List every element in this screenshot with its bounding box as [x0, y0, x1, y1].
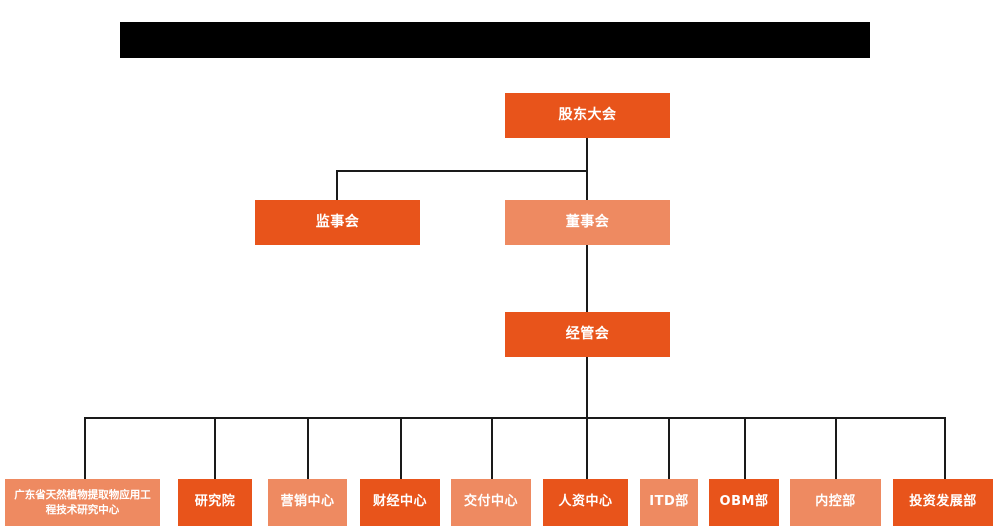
node-marketing-center-label: 营销中心 — [280, 494, 335, 510]
node-hr-center[interactable]: 人资中心 — [543, 479, 628, 526]
node-delivery-center[interactable]: 交付中心 — [451, 479, 531, 526]
redacted-title-banner — [120, 22, 870, 58]
node-obm-dept-label: OBM部 — [719, 494, 769, 510]
node-internal-control-dept-label: 内控部 — [815, 494, 856, 510]
connector-shareholders-down — [586, 138, 588, 172]
node-investment-development-dept[interactable]: 投资发展部 — [893, 479, 993, 526]
node-investment-development-dept-label: 投资发展部 — [909, 494, 977, 510]
connector-drop-marketing-center — [307, 417, 309, 479]
connector-drop-delivery-center — [491, 417, 493, 479]
connector-management-down — [586, 357, 588, 418]
node-shareholders-label: 股东大会 — [558, 106, 617, 123]
node-directors-label: 董事会 — [565, 213, 610, 230]
node-directors[interactable]: 董事会 — [505, 200, 670, 245]
node-supervisors-label: 监事会 — [315, 213, 360, 230]
node-research-institute[interactable]: 研究院 — [178, 479, 252, 526]
connector-drop-research-center — [84, 417, 86, 479]
connector-supervisors-drop — [336, 170, 338, 200]
node-management-label: 经管会 — [565, 325, 610, 342]
connector-drop-internal-control-dept — [835, 417, 837, 479]
node-management[interactable]: 经管会 — [505, 312, 670, 357]
connector-drop-hr-center — [586, 417, 588, 479]
connector-drop-investment-development-dept — [944, 417, 946, 479]
node-research-center-label: 广东省天然植物提取物应用工程技术研究中心 — [14, 488, 151, 516]
node-research-institute-label: 研究院 — [194, 494, 236, 510]
node-research-center[interactable]: 广东省天然植物提取物应用工程技术研究中心 — [5, 479, 160, 526]
node-supervisors[interactable]: 监事会 — [255, 200, 420, 245]
node-internal-control-dept[interactable]: 内控部 — [790, 479, 881, 526]
node-finance-center-label: 财经中心 — [372, 494, 427, 510]
connector-drop-obm-dept — [744, 417, 746, 479]
connector-departments-bus — [84, 417, 945, 419]
node-shareholders[interactable]: 股东大会 — [505, 93, 670, 138]
connector-directors-drop — [586, 170, 588, 200]
connector-directors-to-management — [586, 245, 588, 312]
node-marketing-center[interactable]: 营销中心 — [268, 479, 347, 526]
node-itd-dept-label: ITD部 — [649, 494, 689, 510]
node-finance-center[interactable]: 财经中心 — [360, 479, 440, 526]
node-obm-dept[interactable]: OBM部 — [709, 479, 779, 526]
connector-drop-itd-dept — [668, 417, 670, 479]
node-hr-center-label: 人资中心 — [558, 494, 613, 510]
connector-level1-bus — [336, 170, 588, 172]
node-delivery-center-label: 交付中心 — [463, 494, 518, 510]
node-itd-dept[interactable]: ITD部 — [640, 479, 698, 526]
connector-drop-finance-center — [400, 417, 402, 479]
connector-drop-research-institute — [214, 417, 216, 479]
